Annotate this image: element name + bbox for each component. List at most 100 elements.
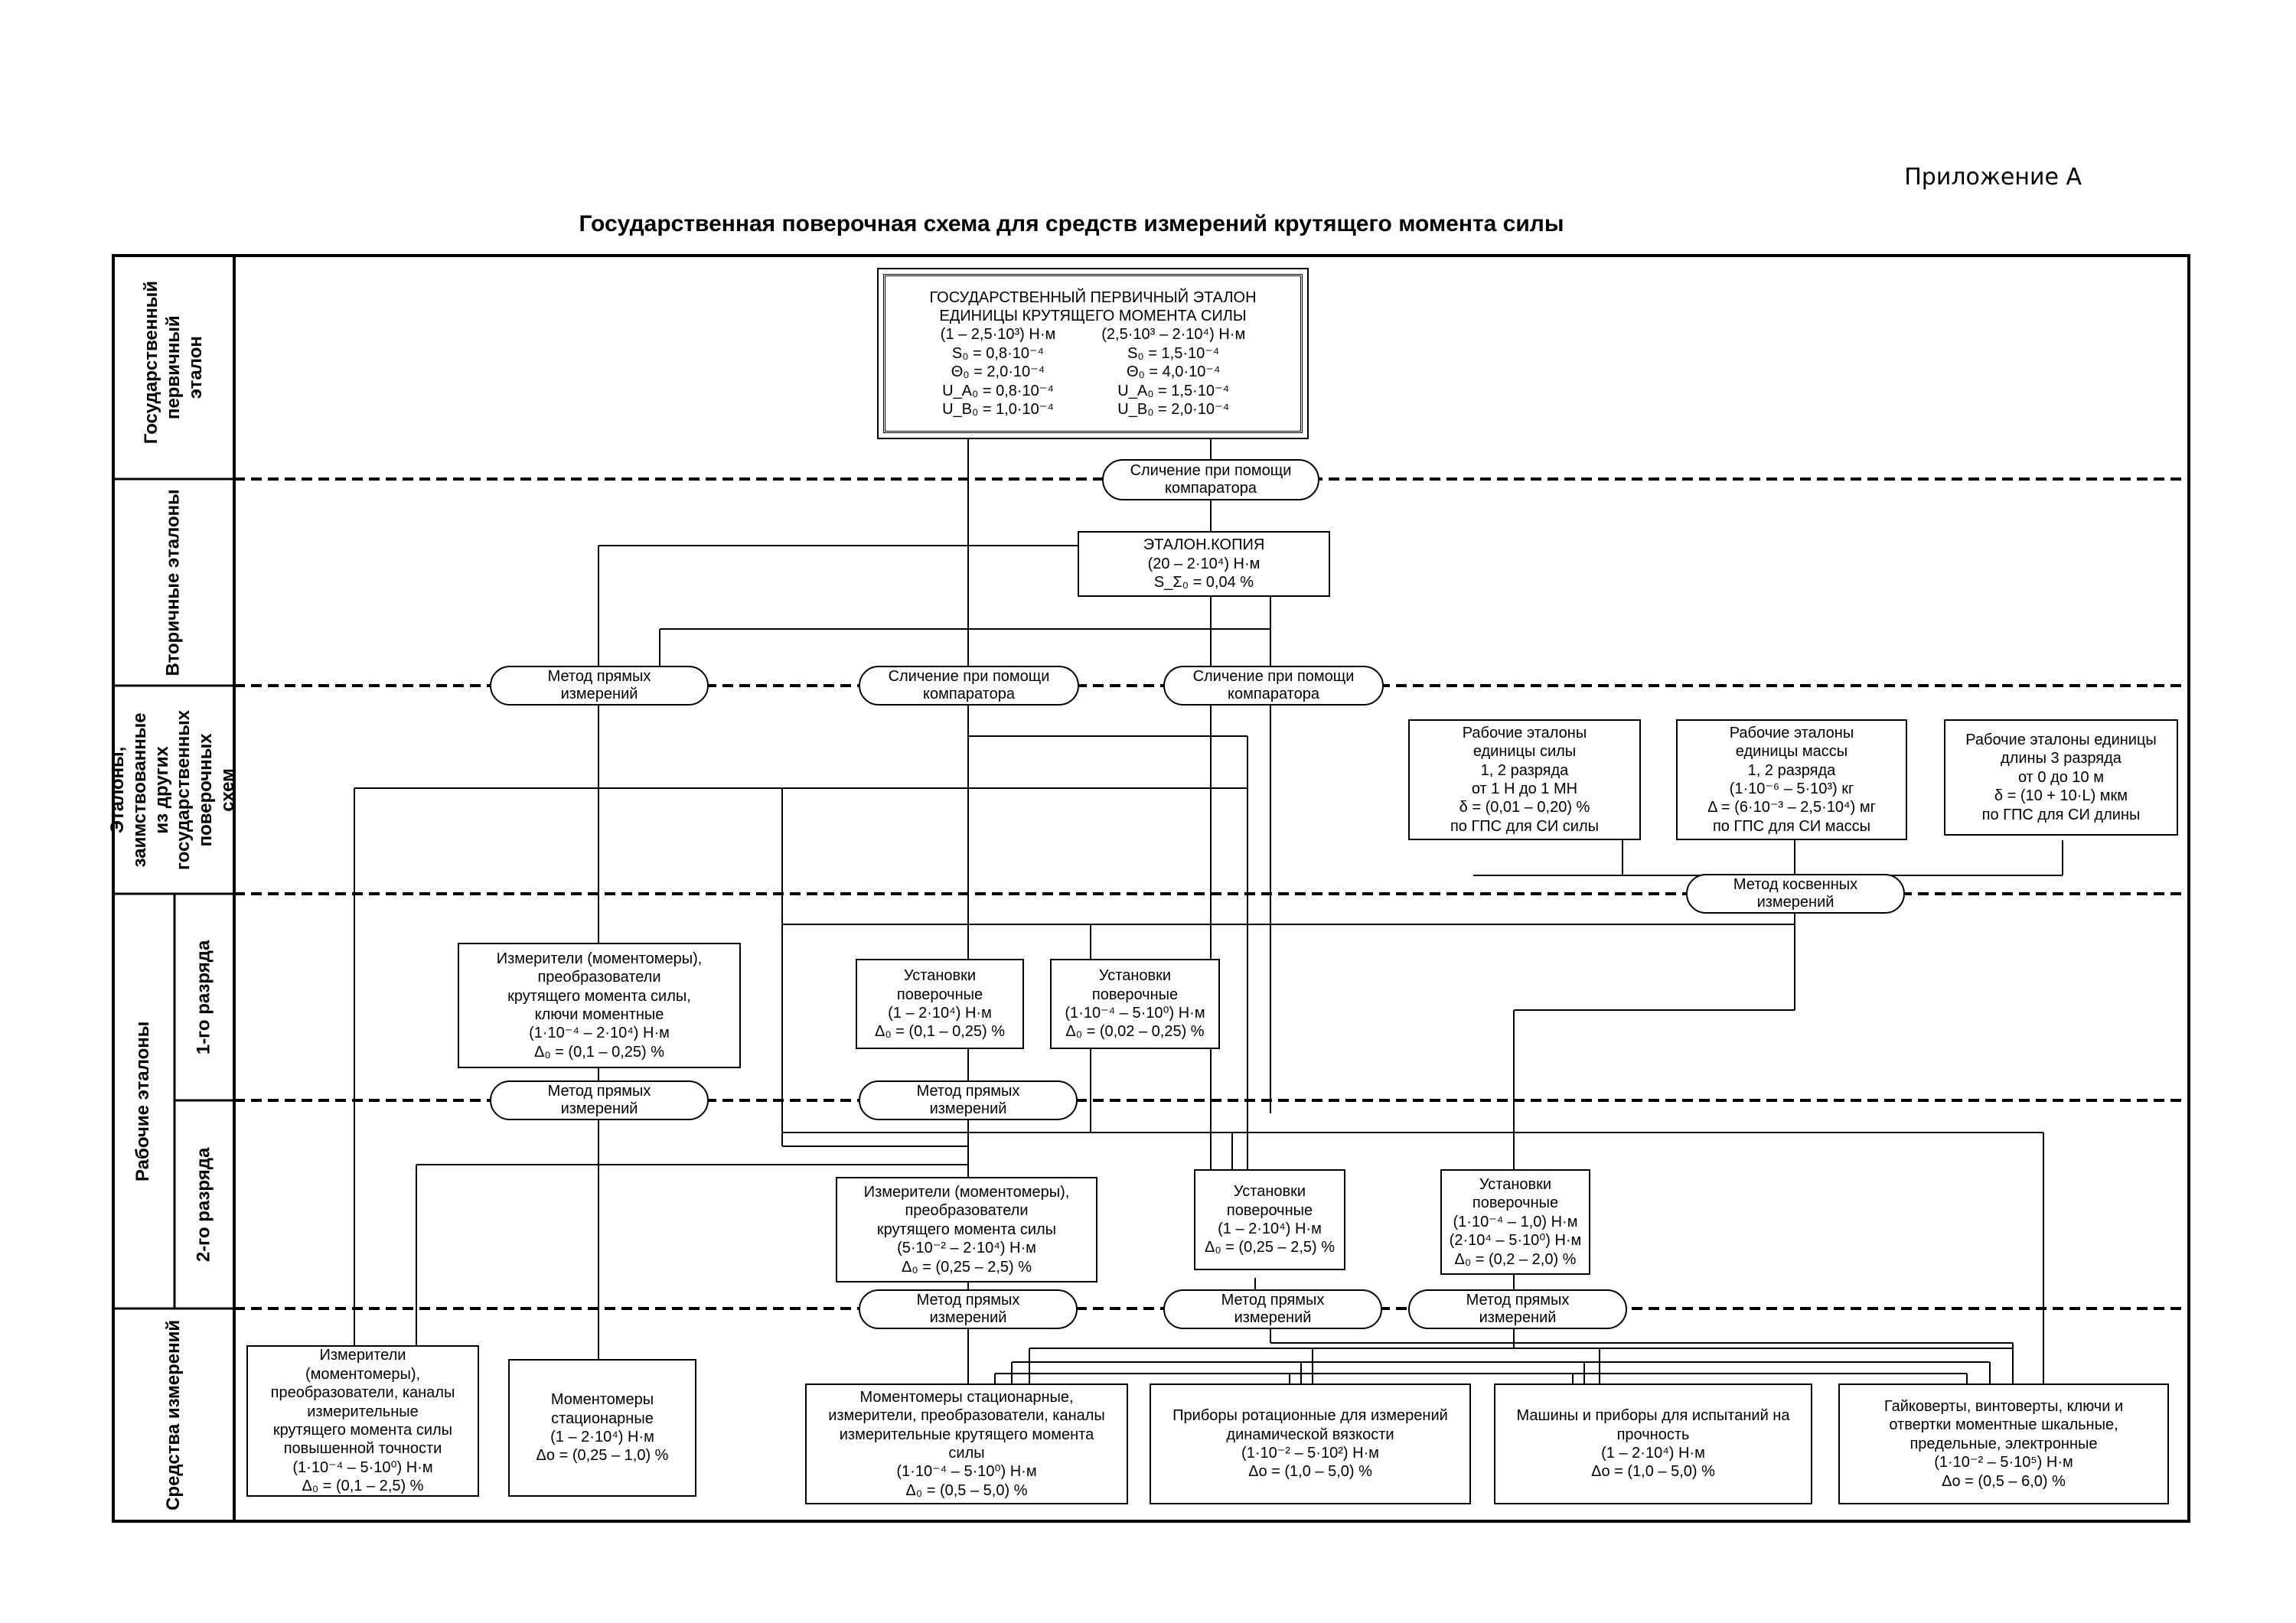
instr-stationary-line: Δо = (0,25 – 1,0) % [536, 1447, 669, 1465]
instr-wrenches-line: Δо = (0,5 – 6,0) % [1942, 1472, 2066, 1490]
borrowed-length-line: Рабочие эталоны единицы [1965, 732, 2157, 749]
method-direct-3: Метод прямых измерений [859, 1080, 1078, 1120]
secondary-line: (20 – 2·10⁴) Н·м [1147, 555, 1261, 572]
instr-meters-hp-line: преобразователи, каналы [270, 1384, 455, 1402]
secondary-line: S_Σ₀ = 0,04 % [1153, 574, 1254, 592]
row-label-secondary-text: Вторичные эталоны [162, 488, 184, 676]
instr-wrenches-line: предельные, электронные [1910, 1435, 2098, 1452]
appendix-label: Приложение А [1904, 164, 2082, 191]
rank1-install-a-line: Δ₀ = (0,1 – 0,25) % [874, 1023, 1006, 1041]
borrowed-force-line: Рабочие эталоны [1462, 724, 1587, 741]
instr-stationary2-box: Моментомеры стационарные, измерители, пр… [805, 1383, 1128, 1504]
borrowed-length-line: по ГПС для СИ длины [1981, 806, 2141, 823]
instr-meters-hp-line: Δ₀ = (0,1 – 2,5) % [302, 1478, 424, 1495]
instr-rotational-line: (1·10⁻² – 5·10²) Н·м [1241, 1445, 1379, 1462]
method-comparator-3-text: Сличение при помощи компаратора [1192, 668, 1355, 702]
rank2-install-b-box: Установки поверочные (1·10⁻⁴ – 1,0) Н·м … [1440, 1169, 1590, 1275]
instr-stationary2-line: Моментомеры стационарные, [859, 1388, 1074, 1406]
instr-meters-hp-line: измерительные [307, 1403, 419, 1420]
rank2-install-b-line: Δ₀ = (0,2 – 2,0) % [1454, 1250, 1577, 1268]
instr-meters-hp-line: повышенной точности [283, 1440, 442, 1458]
instr-meters-hp-line: крутящего момента силы [272, 1422, 453, 1439]
rank2-meters-line: крутящего момента силы [876, 1221, 1057, 1238]
row-label-rank2: 2-го разряда [176, 1102, 233, 1307]
instr-machines-line: (1 – 2·10⁴) Н·м [1601, 1445, 1705, 1462]
instr-wrenches-line: Гайковерты, винтоверты, ключи и [1883, 1398, 2124, 1416]
borrowed-mass-line: 1, 2 разряда [1747, 761, 1836, 779]
primary-col1-line: S₀ = 0,8·10⁻⁴ [951, 344, 1045, 362]
rank2-meters-line: преобразователи [905, 1202, 1029, 1220]
row-label-rank1: 1-го разряда [176, 895, 233, 1099]
rank2-install-b-line: (2·10⁴ – 5·10⁰) Н·м [1449, 1232, 1582, 1250]
rank1-meters-line: ключи моментные [534, 1006, 664, 1023]
method-direct-6: Метод прямых измерений [1408, 1289, 1627, 1329]
row-label-working-text: Рабочие эталоны [132, 1021, 154, 1181]
method-comparator-2: Сличение при помощи компаратора [859, 666, 1079, 706]
method-direct-2-text: Метод прямых измерений [547, 1083, 651, 1117]
rank1-meters-line: преобразователи [537, 969, 661, 986]
method-indirect-text: Метод косвенных измерений [1733, 876, 1858, 911]
row-label-primary: Государственный первичный эталон [115, 257, 233, 477]
rank2-install-b-line: Установки [1479, 1176, 1552, 1194]
primary-standard-title2: ЕДИНИЦЫ КРУТЯЩЕГО МОМЕНТА СИЛЫ [939, 308, 1247, 325]
row-label-instruments: Средства измерений [115, 1310, 233, 1520]
borrowed-length-line: длины 3 разряда [2001, 750, 2122, 768]
instr-wrenches-line: отвертки моментные шкальные, [1889, 1416, 2118, 1434]
method-comparator-1-text: Сличение при помощи компаратора [1130, 462, 1292, 497]
rank2-install-a-line: поверочные [1226, 1201, 1313, 1219]
instr-meters-hp-line: (1·10⁻⁴ – 5·10⁰) Н·м [292, 1458, 433, 1476]
borrowed-mass-line: по ГПС для СИ массы [1712, 817, 1871, 835]
borrowed-force-line: по ГПС для СИ силы [1450, 817, 1600, 835]
instr-stationary2-line: измерители, преобразователи, каналы [828, 1407, 1105, 1425]
rank2-install-b-line: (1·10⁻⁴ – 1,0) Н·м [1453, 1213, 1578, 1230]
borrowed-mass-box: Рабочие эталоны единицы массы 1, 2 разря… [1676, 719, 1907, 840]
page-title: Государственная поверочная схема для сре… [579, 211, 1564, 236]
method-direct-6-text: Метод прямых измерений [1466, 1292, 1570, 1326]
borrowed-force-line: δ = (0,01 – 0,20) % [1459, 799, 1590, 816]
rank1-install-b-line: Δ₀ = (0,02 – 0,25) % [1065, 1023, 1205, 1041]
rank2-install-a-line: (1 – 2·10⁴) Н·м [1218, 1221, 1322, 1237]
rank2-meters-line: Δ₀ = (0,25 – 2,5) % [901, 1258, 1032, 1276]
instr-machines-line: Δо = (1,0 – 5,0) % [1591, 1463, 1715, 1481]
method-direct-1-text: Метод прямых измерений [547, 668, 651, 702]
rank1-install-b-line: поверочные [1091, 986, 1179, 1003]
borrowed-length-box: Рабочие эталоны единицы длины 3 разряда … [1944, 719, 2178, 836]
primary-standard-box: ГОСУДАРСТВЕННЫЙ ПЕРВИЧНЫЙ ЭТАЛОН ЕДИНИЦЫ… [877, 268, 1309, 439]
secondary-standard-box: ЭТАЛОН.КОПИЯ (20 – 2·10⁴) Н·м S_Σ₀ = 0,0… [1078, 531, 1330, 597]
primary-col2-line: U_A₀ = 1,5·10⁻⁴ [1117, 382, 1230, 399]
rank1-install-a-box: Установки поверочные (1 – 2·10⁴) Н·м Δ₀ … [856, 959, 1024, 1049]
borrowed-force-line: единицы силы [1473, 743, 1577, 761]
rank1-install-a-line: Установки [903, 967, 977, 985]
primary-col1-line: (1 – 2,5·10³) Н·м [940, 326, 1056, 344]
instr-meters-hp-line: (моментомеры), [305, 1365, 421, 1383]
rank2-meters-line: (5·10⁻² – 2·10⁴) Н·м [897, 1240, 1036, 1257]
method-comparator-3: Сличение при помощи компаратора [1163, 666, 1384, 706]
instr-rotational-box: Приборы ротационные для измерений динами… [1150, 1383, 1471, 1504]
instr-stationary2-line: (1·10⁻⁴ – 5·10⁰) Н·м [896, 1463, 1037, 1481]
rank2-install-a-line: Δ₀ = (0,25 – 2,5) % [1204, 1239, 1336, 1256]
rank2-install-b-line: поверочные [1472, 1194, 1559, 1212]
rank2-install-a-line: Установки [1233, 1183, 1306, 1201]
instr-stationary2-line: Δ₀ = (0,5 – 5,0) % [905, 1481, 1028, 1499]
primary-col1-line: U_B₀ = 1,0·10⁻⁴ [942, 400, 1054, 418]
row-label-rank1-text: 1-го разряда [193, 940, 214, 1054]
instr-wrenches-box: Гайковерты, винтоверты, ключи и отвертки… [1838, 1383, 2169, 1504]
rank1-meters-line: (1·10⁻⁴ – 2·10⁴) Н·м [529, 1025, 670, 1042]
row-label-borrowed: Эталоны, заимствованные из других госуда… [108, 687, 239, 892]
method-indirect: Метод косвенных измерений [1686, 874, 1905, 914]
method-comparator-1: Сличение при помощи компаратора [1102, 459, 1319, 500]
method-direct-2: Метод прямых измерений [490, 1080, 709, 1120]
method-direct-5: Метод прямых измерений [1163, 1289, 1382, 1329]
borrowed-mass-line: Рабочие эталоны [1729, 724, 1854, 741]
row-label-working: Рабочие эталоны [115, 895, 173, 1307]
row-label-rank2-text: 2-го разряда [193, 1147, 214, 1262]
primary-col2-line: (2,5·10³ – 2·10⁴) Н·м [1101, 326, 1246, 344]
rank2-meters-box: Измерители (моментомеры), преобразовател… [836, 1177, 1097, 1282]
instr-stationary2-line: силы [948, 1445, 985, 1462]
instr-machines-box: Машины и приборы для испытаний на прочно… [1494, 1383, 1812, 1504]
borrowed-mass-line: единицы массы [1735, 743, 1848, 761]
method-direct-4-text: Метод прямых измерений [916, 1292, 1020, 1326]
borrowed-length-line: от 0 до 10 м [2018, 768, 2104, 786]
rank1-meters-box: Измерители (моментомеры), преобразовател… [458, 943, 741, 1068]
instr-stationary-line: стационарные [551, 1410, 654, 1427]
